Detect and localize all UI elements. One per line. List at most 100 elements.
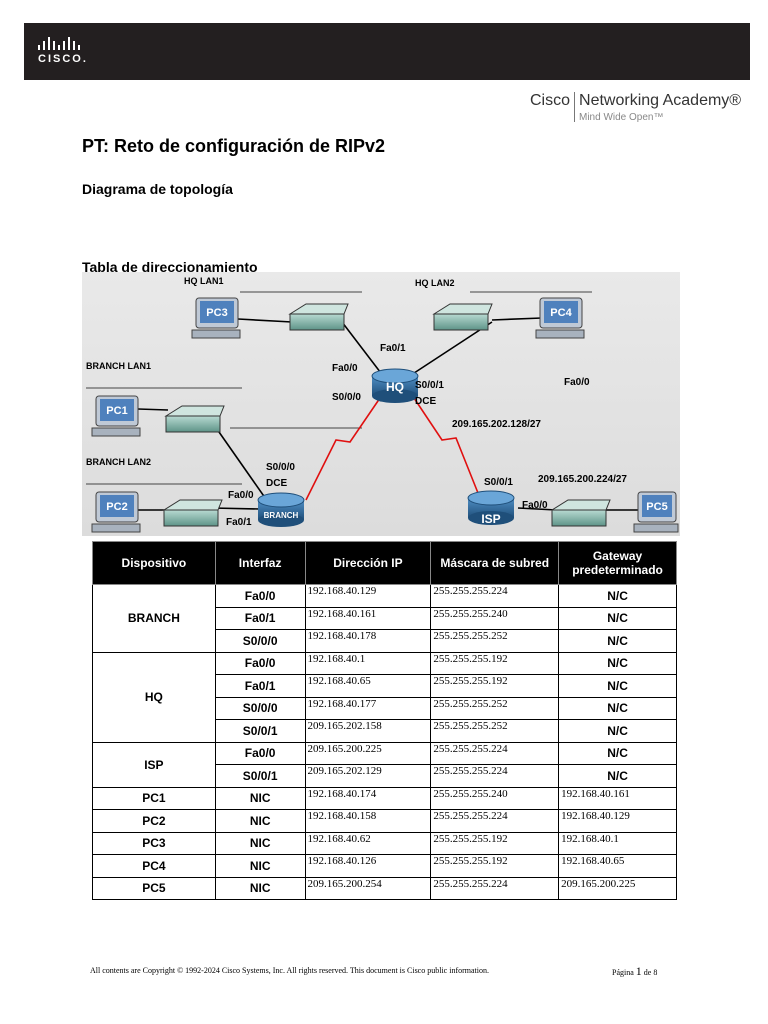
brand-tagline: Mind Wide Open™ xyxy=(579,112,664,123)
cell-gateway: N/C xyxy=(558,651,677,675)
cell-mask: 255.255.255.224 xyxy=(430,809,560,833)
label-fa00-right: Fa0/0 xyxy=(564,377,590,388)
cell-interface: NIC xyxy=(214,786,306,810)
cisco-bars-icon xyxy=(38,37,98,50)
cell-mask: 255.255.255.224 xyxy=(430,741,560,765)
switch-isp-lan-icon xyxy=(550,499,611,527)
cell-ip: 209.165.200.225 xyxy=(304,741,432,765)
col-header-gateway: Gateway predeterminado xyxy=(558,541,677,585)
pc1-icon: PC1 xyxy=(91,395,141,437)
cell-device: HQ xyxy=(92,651,216,743)
cell-ip: 192.168.40.174 xyxy=(304,786,432,810)
cell-ip: 192.168.40.62 xyxy=(304,831,432,855)
router-hq-icon: HQ xyxy=(371,368,419,403)
label-pc4: PC4 xyxy=(550,307,572,319)
cell-interface: Fa0/1 xyxy=(214,606,306,630)
cell-mask: 255.255.255.240 xyxy=(430,606,560,630)
label-branch-fa01: Fa0/1 xyxy=(226,517,252,528)
addressing-table: Dispositivo Interfaz Dirección IP Máscar… xyxy=(92,541,677,900)
cell-device: BRANCH xyxy=(92,584,216,653)
label-hq-fa01: Fa0/1 xyxy=(380,343,406,354)
cell-mask: 255.255.255.224 xyxy=(430,764,560,788)
cell-device: ISP xyxy=(92,741,216,788)
pc3-icon: PC3 xyxy=(191,297,241,339)
label-branch-s000: S0/0/0 xyxy=(266,462,295,473)
table-row: PC1 NIC 192.168.40.174 255.255.255.240 1… xyxy=(92,786,677,810)
cell-ip: 192.168.40.129 xyxy=(304,584,432,608)
label-pc2: PC2 xyxy=(106,501,127,513)
label-hq-s000: S0/0/0 xyxy=(332,392,361,403)
cell-gateway: 192.168.40.161 xyxy=(558,786,677,810)
cell-interface: NIC xyxy=(214,809,306,833)
cell-gateway: 192.168.40.129 xyxy=(558,809,677,833)
cell-gateway: N/C xyxy=(558,764,677,788)
switch-hq-lan2-icon xyxy=(432,303,493,331)
cell-ip: 192.168.40.161 xyxy=(304,606,432,630)
cell-gateway: N/C xyxy=(558,606,677,630)
cell-mask: 255.255.255.224 xyxy=(430,876,560,900)
cell-mask: 255.255.255.252 xyxy=(430,696,560,720)
label-isp-fa00: Fa0/0 xyxy=(522,500,548,511)
cell-ip: 192.168.40.65 xyxy=(304,674,432,698)
footer-copyright: All contents are Copyright © 1992-2024 C… xyxy=(90,966,489,975)
cell-device: PC4 xyxy=(92,854,216,878)
label-pc5: PC5 xyxy=(646,501,667,513)
topology-diagram: PC3 PC4 PC1 PC2 PC5 xyxy=(82,272,680,536)
col-header-mask: Máscara de subred xyxy=(430,541,560,585)
col-header-ip: Dirección IP xyxy=(304,541,432,585)
pc4-icon: PC4 xyxy=(535,297,585,339)
cisco-wordmark: CISCO. xyxy=(38,53,88,65)
label-hq-s001: S0/0/1 xyxy=(415,380,444,391)
label-isp: ISP xyxy=(481,512,500,526)
table-row: PC4 NIC 192.168.40.126 255.255.255.192 1… xyxy=(92,854,677,878)
table-row: HQ Fa0/0 192.168.40.1 255.255.255.192 N/… xyxy=(92,651,677,743)
label-isp-s001: S0/0/1 xyxy=(484,477,513,488)
page-total: de 8 xyxy=(643,968,658,977)
col-header-device: Dispositivo xyxy=(92,541,216,585)
cell-mask: 255.255.255.240 xyxy=(430,786,560,810)
cell-mask: 255.255.255.192 xyxy=(430,831,560,855)
label-net-isp-lan: 209.165.200.224/27 xyxy=(538,474,627,485)
label-net-hq-isp: 209.165.202.128/27 xyxy=(452,419,541,430)
cell-interface: S0/0/1 xyxy=(214,764,306,788)
cell-interface: S0/0/0 xyxy=(214,696,306,720)
cell-interface: S0/0/0 xyxy=(214,629,306,653)
page-title: PT: Reto de configuración de RIPv2 xyxy=(82,136,386,156)
table-row: ISP Fa0/0 209.165.200.225 255.255.255.22… xyxy=(92,741,677,788)
brand-academy: Networking Academy® xyxy=(579,92,742,109)
switch-hq-lan1-icon xyxy=(288,303,349,331)
cell-interface: NIC xyxy=(214,876,306,900)
label-branch-fa00: Fa0/0 xyxy=(228,490,254,501)
addressing-table-heading: Tabla de direccionamiento xyxy=(82,259,258,275)
cell-mask: 255.255.255.192 xyxy=(430,651,560,675)
router-branch-icon: BRANCH xyxy=(257,492,305,527)
table-row: BRANCH Fa0/0 192.168.40.129 255.255.255.… xyxy=(92,584,677,653)
cell-ip: 192.168.40.177 xyxy=(304,696,432,720)
label-pc1: PC1 xyxy=(106,405,127,417)
cell-interface: NIC xyxy=(214,831,306,855)
page-current: 1 xyxy=(635,964,642,978)
table-row: PC2 NIC 192.168.40.158 255.255.255.224 1… xyxy=(92,809,677,833)
page-number: Página 1 de 8 xyxy=(612,964,657,979)
cell-gateway: N/C xyxy=(558,719,677,743)
cell-ip: 192.168.40.126 xyxy=(304,854,432,878)
label-hq: HQ xyxy=(386,380,404,394)
label-branch: BRANCH xyxy=(264,511,299,520)
cell-mask: 255.255.255.224 xyxy=(430,584,560,608)
label-hq-dce: DCE xyxy=(415,396,436,407)
cell-interface: Fa0/1 xyxy=(214,674,306,698)
cell-interface: Fa0/0 xyxy=(214,584,306,608)
cell-gateway: 192.168.40.65 xyxy=(558,854,677,878)
cell-mask: 255.255.255.252 xyxy=(430,719,560,743)
cell-ip: 192.168.40.178 xyxy=(304,629,432,653)
cell-gateway: N/C xyxy=(558,674,677,698)
switch-branch-lan2-icon xyxy=(162,499,223,527)
label-hq-fa00: Fa0/0 xyxy=(332,363,358,374)
label-hq-lan1: HQ LAN1 xyxy=(184,276,224,286)
cell-ip: 192.168.40.158 xyxy=(304,809,432,833)
cell-device: PC3 xyxy=(92,831,216,855)
cell-mask: 255.255.255.252 xyxy=(430,629,560,653)
cell-device: PC2 xyxy=(92,809,216,833)
cell-gateway: 209.165.200.225 xyxy=(558,876,677,900)
page-word: Página xyxy=(612,968,634,977)
